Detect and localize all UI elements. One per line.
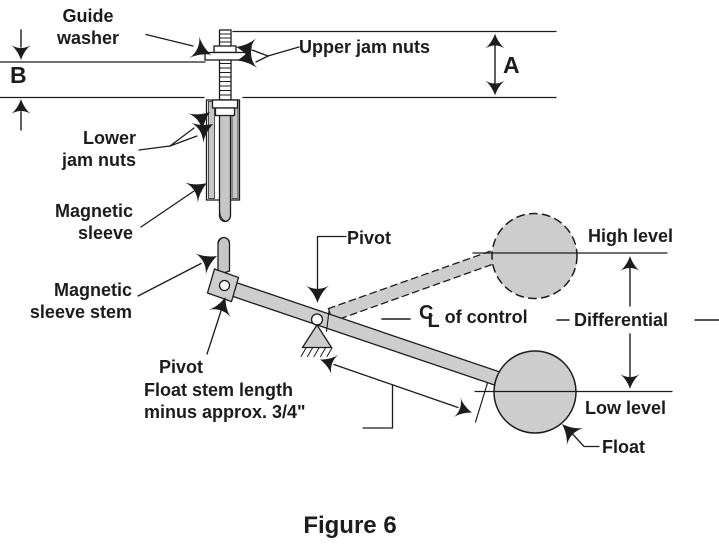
float-arm-beam bbox=[213, 275, 501, 387]
float-high-position bbox=[491, 212, 578, 300]
leader-lines bbox=[137, 33, 600, 448]
magnetic-sleeve-stem-part bbox=[217, 236, 231, 276]
differential-arrows bbox=[619, 255, 641, 390]
upper-jam-nuts-label: Upper jam nuts bbox=[299, 37, 431, 57]
figure-caption: Figure 6 bbox=[303, 512, 397, 539]
magnetic-sleeve-label: Magnetic sleeve bbox=[54, 201, 133, 243]
float-stem-dimension bbox=[316, 349, 489, 429]
dimension-b-arrows bbox=[10, 29, 32, 131]
high-level-label: High level bbox=[588, 226, 674, 246]
lower-jam-nuts-part bbox=[211, 99, 239, 117]
differential-label: Differential bbox=[574, 310, 669, 330]
dimension-b-label: B bbox=[10, 62, 27, 88]
float-stem-note-label: Float stem length minus approx. 3/4" bbox=[144, 380, 306, 422]
lower-jam-nuts-label: Lower jam nuts bbox=[61, 128, 136, 170]
centerline-symbol-l: L bbox=[427, 310, 440, 332]
dimension-a-label: A bbox=[503, 52, 520, 78]
threaded-rod bbox=[218, 29, 232, 101]
magnetic-sleeve-stem-label: Magnetic sleeve stem bbox=[29, 280, 132, 322]
pivot-upper-label: Pivot bbox=[347, 228, 392, 248]
centerline-dashes bbox=[381, 318, 719, 321]
center-pivot-support bbox=[300, 310, 333, 357]
rod-lower-section bbox=[218, 114, 232, 223]
float-label: Float bbox=[602, 437, 645, 457]
guide-washer-label: Guide washer bbox=[56, 6, 120, 48]
left-pivot-plate bbox=[206, 268, 240, 303]
dimension-a-arrows bbox=[484, 32, 506, 97]
pivot-lower-label: Pivot bbox=[159, 357, 204, 377]
centerline-text: of control bbox=[444, 307, 528, 327]
centerline-symbol-c: C bbox=[419, 302, 434, 324]
low-level-label: Low level bbox=[585, 398, 667, 418]
